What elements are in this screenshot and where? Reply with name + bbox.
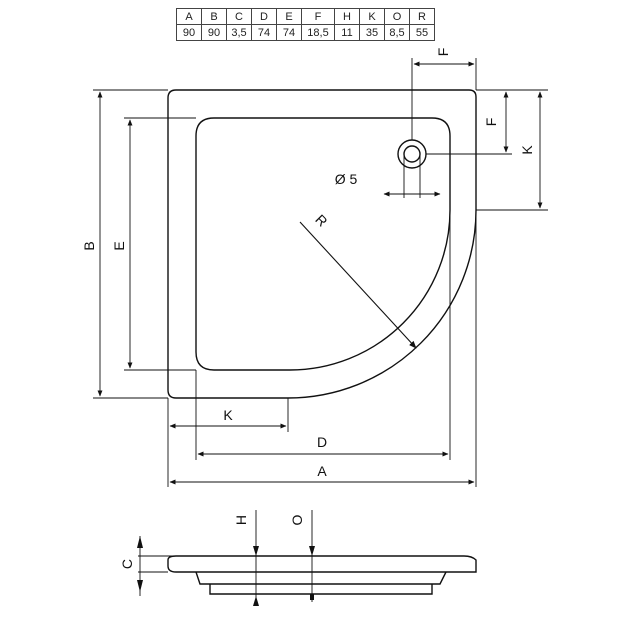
tray-outer-outline bbox=[167, 89, 477, 399]
dimension-value-row: 90 90 3,5 74 74 18,5 11 35 8,5 55 bbox=[176, 24, 435, 41]
label-a: A bbox=[317, 463, 327, 479]
value-c: 3,5 bbox=[226, 24, 252, 41]
drain bbox=[397, 139, 427, 169]
label-o: O bbox=[289, 514, 305, 525]
label-f-top: F bbox=[435, 48, 451, 57]
value-a: 90 bbox=[176, 24, 202, 41]
section-view bbox=[167, 555, 477, 595]
label-f-right: F bbox=[483, 118, 499, 127]
basin-inner-outline bbox=[195, 117, 451, 371]
label-e: E bbox=[111, 241, 127, 250]
label-k-bottom: K bbox=[223, 407, 233, 423]
dimension-table: A B C D E F H K O R 90 90 3,5 74 74 18,5… bbox=[176, 8, 435, 41]
label-c: C bbox=[119, 559, 135, 569]
value-f: 18,5 bbox=[301, 24, 335, 41]
label-h: H bbox=[233, 515, 249, 525]
value-e: 74 bbox=[276, 24, 302, 41]
value-o: 8,5 bbox=[384, 24, 410, 41]
value-k: 35 bbox=[359, 24, 385, 41]
value-b: 90 bbox=[201, 24, 227, 41]
label-b: B bbox=[81, 241, 97, 250]
label-k-right: K bbox=[519, 145, 535, 155]
label-d: D bbox=[317, 434, 327, 450]
label-r: R bbox=[312, 211, 330, 229]
label-drain-diameter: Ø 5 bbox=[335, 171, 358, 187]
radius-line bbox=[299, 221, 417, 349]
value-r: 55 bbox=[409, 24, 435, 41]
